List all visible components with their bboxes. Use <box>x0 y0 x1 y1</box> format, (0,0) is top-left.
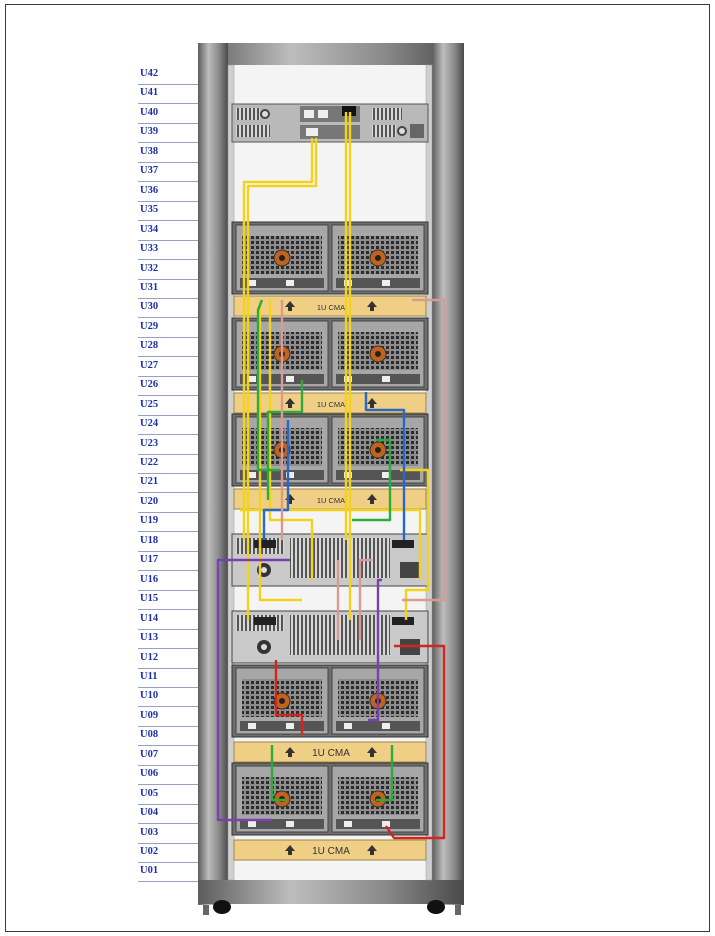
foot-left <box>203 905 209 915</box>
disk-enclosure <box>232 222 428 294</box>
cma-label: 1U CMA <box>317 496 345 505</box>
storage-controller-u40 <box>232 104 428 142</box>
cma-tray: 1U CMA <box>234 489 426 509</box>
disk-enclosure <box>232 665 428 737</box>
cma-label: 1U CMA <box>312 846 350 857</box>
cma-label: 1U CMA <box>312 748 350 759</box>
disk-enclosure <box>232 318 428 390</box>
caster-left <box>213 900 231 914</box>
cma-tray: 1U CMA <box>234 840 426 860</box>
cma-label: 1U CMA <box>317 400 345 409</box>
cma-tray: 1U CMA <box>234 296 426 316</box>
rack-bottom <box>198 880 464 904</box>
foot-right <box>455 905 461 915</box>
rack-right-post <box>432 43 464 905</box>
cma-label: 1U CMA <box>317 303 345 312</box>
disk-enclosure <box>232 414 428 486</box>
rack-left-post <box>198 43 228 905</box>
server-2u <box>232 611 428 663</box>
disk-enclosure <box>232 763 428 835</box>
rack-top <box>198 43 464 65</box>
caster-right <box>427 900 445 914</box>
cma-tray: 1U CMA <box>234 742 426 762</box>
